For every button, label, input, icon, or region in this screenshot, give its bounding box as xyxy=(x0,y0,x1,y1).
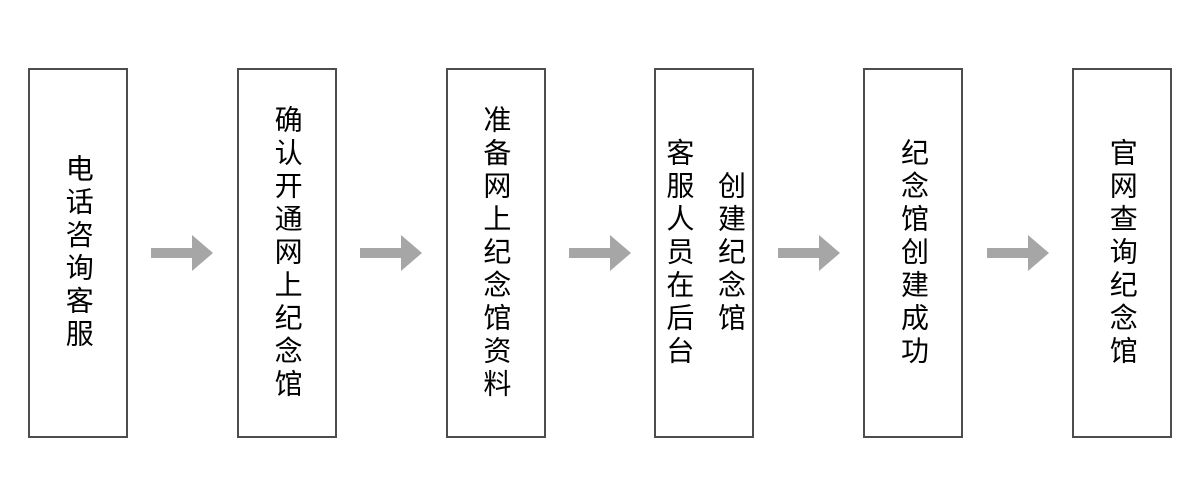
arrow-shaft xyxy=(151,248,193,258)
right-arrow-icon xyxy=(986,235,1049,271)
right-arrow-icon xyxy=(360,235,423,271)
right-arrow-icon xyxy=(568,235,631,271)
flow-step-4-label-line-1: 客服人员在后台 xyxy=(663,137,695,369)
connector-4 xyxy=(754,68,863,438)
arrow-shaft xyxy=(568,248,610,258)
connector-5 xyxy=(963,68,1072,438)
flow-step-5: 纪念馆创建成功 xyxy=(863,68,964,438)
flow-step-2: 确认开通网上纪念馆 xyxy=(236,68,337,438)
flow-step-4: 客服人员在后台 创建纪念馆 xyxy=(654,68,755,438)
flow-step-6-label: 官网查询纪念馆 xyxy=(1106,137,1138,369)
flow-step-1-label: 电话咨询客服 xyxy=(62,154,94,352)
arrow-shaft xyxy=(360,248,402,258)
right-arrow-icon xyxy=(777,235,840,271)
arrow-head xyxy=(401,235,423,271)
flowchart-row: 电话咨询客服 确认开通网上纪念馆 准备网上纪念馆资料 xyxy=(28,68,1172,438)
arrow-head xyxy=(818,235,840,271)
flow-step-3-label: 准备网上纪念馆资料 xyxy=(480,104,512,402)
arrow-shaft xyxy=(986,248,1028,258)
connector-3 xyxy=(546,68,655,438)
right-arrow-icon xyxy=(151,235,214,271)
arrow-shaft xyxy=(777,248,819,258)
connector-2 xyxy=(337,68,446,438)
arrow-head xyxy=(1027,235,1049,271)
arrow-head xyxy=(192,235,214,271)
flow-step-5-label: 纪念馆创建成功 xyxy=(897,137,929,369)
flow-step-1: 电话咨询客服 xyxy=(28,68,128,438)
flow-step-4-label-line-2: 创建纪念馆 xyxy=(714,170,746,336)
arrow-head xyxy=(609,235,631,271)
flow-step-6: 官网查询纪念馆 xyxy=(1071,68,1172,438)
flow-step-2-label: 确认开通网上纪念馆 xyxy=(271,104,303,402)
connector-1 xyxy=(128,68,237,438)
flow-step-3: 准备网上纪念馆资料 xyxy=(445,68,546,438)
